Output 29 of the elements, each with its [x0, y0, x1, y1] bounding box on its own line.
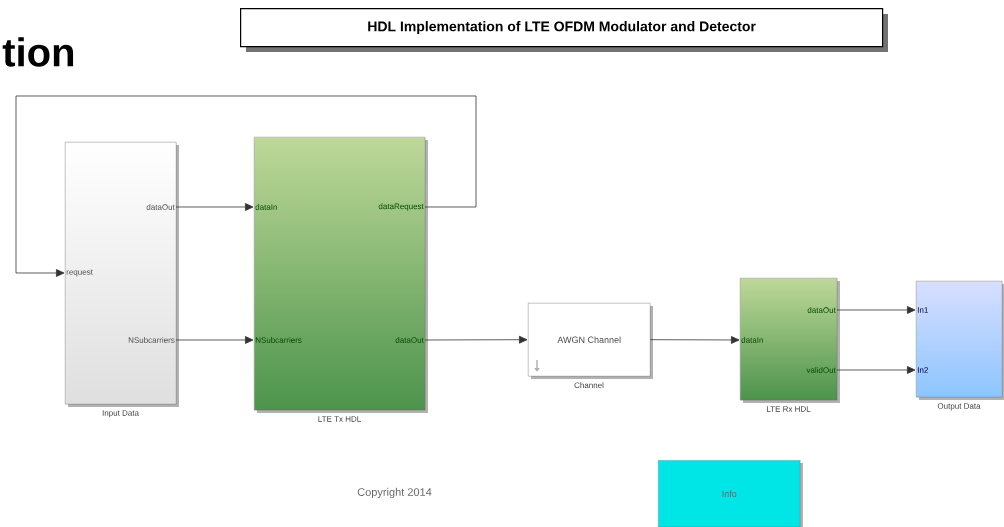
- port-label: dataOut: [146, 204, 175, 210]
- port-label: In2: [917, 367, 928, 373]
- arrow: [15, 95, 477, 277]
- title-box: HDL Implementation of LTE OFDM Modulator and Detector: [240, 8, 888, 52]
- port-label: dataOut: [807, 307, 836, 313]
- heading: tion: [2, 37, 74, 67]
- port-label: dataOut: [395, 337, 424, 343]
- block: AWGN Channel Channel: [528, 303, 653, 389]
- block: Info: [658, 460, 803, 527]
- port-label: In1: [917, 307, 928, 313]
- arrow: [175, 203, 254, 211]
- port-label: dataRequest: [378, 203, 424, 211]
- port-label: dataIn: [255, 204, 277, 210]
- arrow: [424, 335, 528, 344]
- node-label: Output Data: [937, 403, 981, 411]
- node-label: Channel: [574, 382, 604, 389]
- arrow: [836, 306, 916, 314]
- node-label: Input Data: [102, 410, 139, 418]
- port-label: validOut: [806, 367, 836, 373]
- node-label: LTE Tx HDL: [318, 416, 361, 422]
- arrow: [650, 336, 740, 344]
- arrow: [175, 336, 254, 344]
- node-label: LTE Rx HDL: [767, 406, 811, 412]
- port-label: NSubcarriers: [128, 337, 175, 343]
- arrow: [836, 366, 916, 374]
- port-label: dataIn: [741, 337, 763, 343]
- copyright-note: Copyright 2014: [357, 487, 432, 499]
- port-label: request: [66, 269, 93, 277]
- port-label: NSubcarriers: [255, 337, 302, 343]
